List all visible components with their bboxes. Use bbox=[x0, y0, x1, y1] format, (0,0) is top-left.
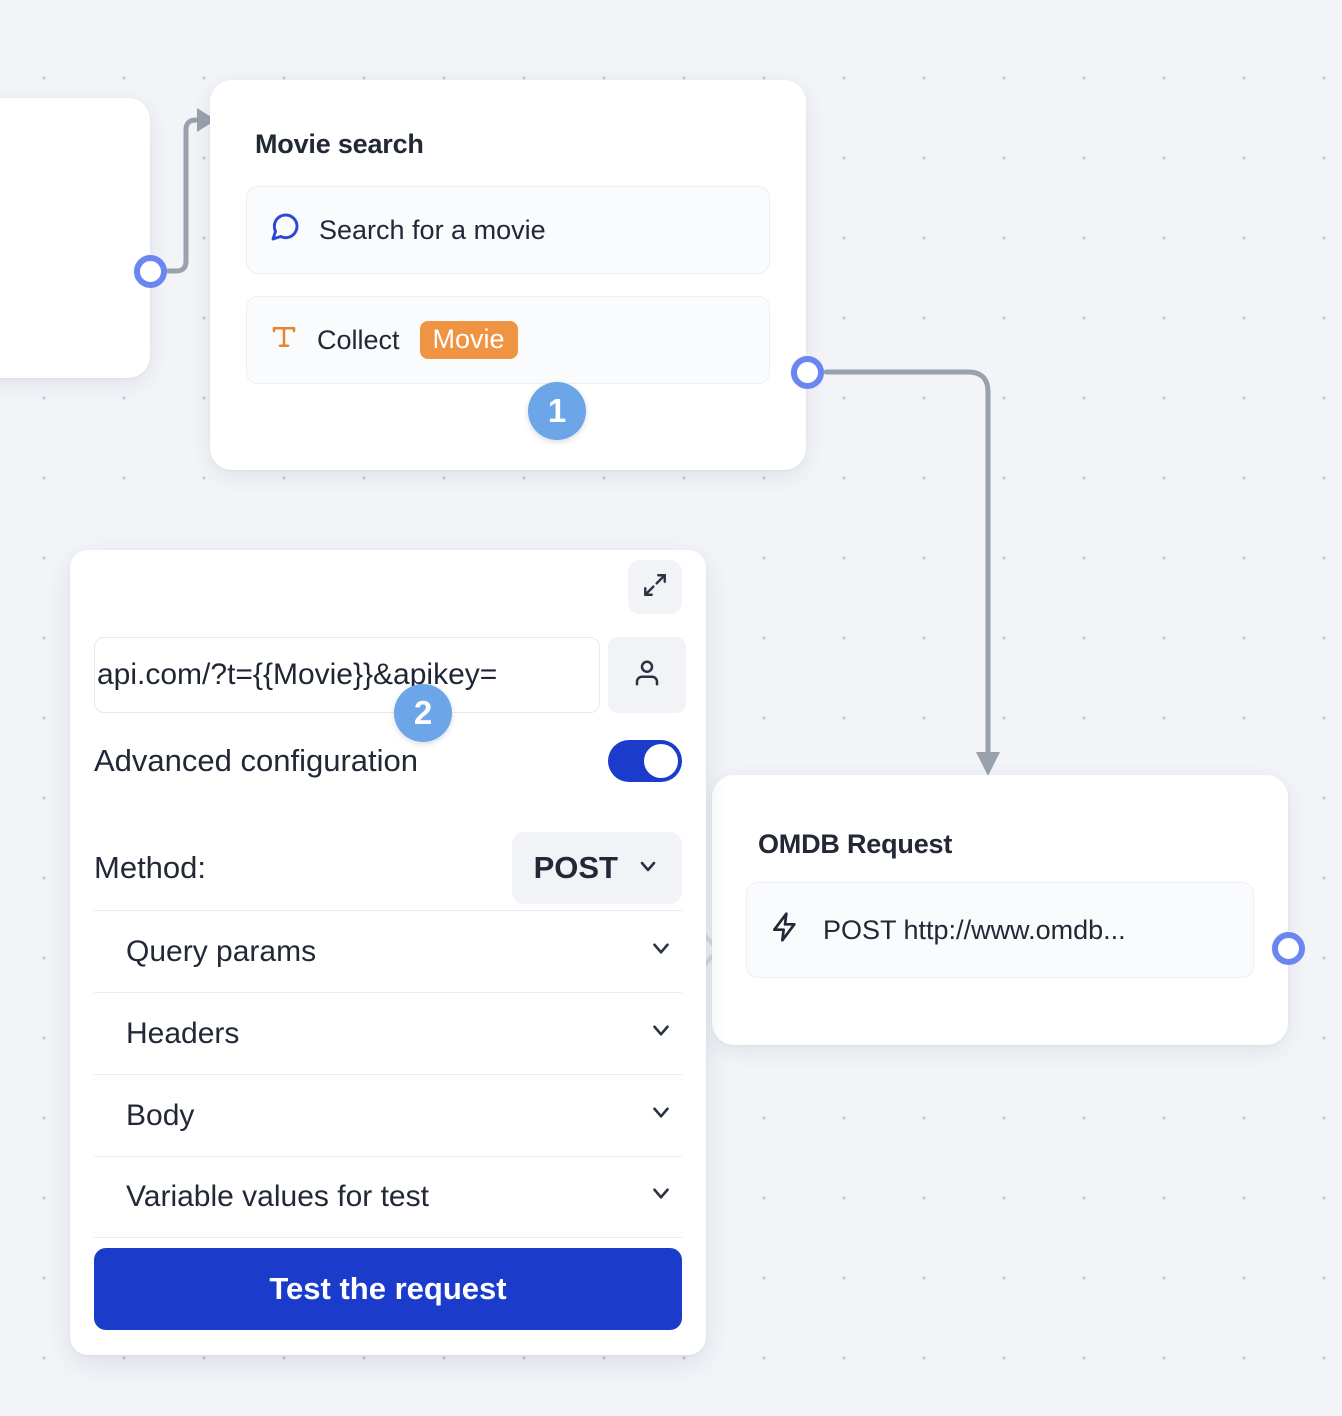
variable-tag-movie[interactable]: Movie bbox=[419, 320, 518, 360]
advanced-configuration-toggle[interactable] bbox=[608, 740, 682, 782]
method-row: Method: POST bbox=[94, 832, 682, 904]
method-label: Method: bbox=[94, 850, 207, 885]
connector-port-omdb-output[interactable] bbox=[1271, 931, 1305, 965]
node-row-post-request[interactable]: POST http://www.omdb... bbox=[746, 882, 1254, 978]
accordion-item-body[interactable]: Body bbox=[94, 1074, 682, 1156]
accordion-label: Variable values for test bbox=[126, 1180, 429, 1213]
config-accordion: Query params Headers Body bbox=[94, 910, 682, 1238]
node-card-omdb-request[interactable]: OMDB Request POST http://www.omdb... bbox=[712, 775, 1288, 1045]
advanced-configuration-row: Advanced configuration bbox=[94, 740, 682, 782]
text-type-icon bbox=[269, 322, 299, 359]
auth-button[interactable] bbox=[608, 637, 686, 713]
node-title-omdb-request: OMDB Request bbox=[758, 829, 953, 859]
chevron-down-icon bbox=[648, 1017, 674, 1051]
advanced-configuration-label: Advanced configuration bbox=[94, 743, 419, 778]
message-square-icon bbox=[269, 211, 301, 250]
chevron-down-icon bbox=[648, 1099, 674, 1133]
node-title-movie-search: Movie search bbox=[255, 129, 424, 159]
request-config-panel[interactable]: api.com/?t={{Movie}}&apikey= Advanced co… bbox=[70, 550, 706, 1355]
node-row-label: Collect bbox=[317, 324, 400, 355]
connector-port-left[interactable] bbox=[133, 254, 167, 288]
test-the-request-button[interactable]: Test the request bbox=[94, 1248, 682, 1330]
connector-port-movie-search-output[interactable] bbox=[790, 355, 824, 389]
partial-node-card[interactable] bbox=[0, 98, 150, 378]
expand-diagonal-icon bbox=[642, 572, 668, 603]
node-row-label: POST http://www.omdb... bbox=[823, 914, 1126, 945]
request-url-input[interactable]: api.com/?t={{Movie}}&apikey= bbox=[94, 637, 600, 713]
node-row-label: Search for a movie bbox=[319, 214, 546, 245]
node-card-movie-search[interactable]: Movie search Search for a movie Collect … bbox=[210, 80, 806, 470]
accordion-item-variable-values-for-test[interactable]: Variable values for test bbox=[94, 1156, 682, 1238]
accordion-item-query-params[interactable]: Query params bbox=[94, 910, 682, 992]
accordion-label: Headers bbox=[126, 1016, 240, 1050]
chevron-down-icon bbox=[648, 1180, 674, 1214]
toggle-knob bbox=[644, 744, 678, 778]
url-row: api.com/?t={{Movie}}&apikey= bbox=[94, 637, 686, 713]
person-icon bbox=[632, 658, 662, 693]
step-badge-1: 1 bbox=[528, 382, 586, 440]
node-row-collect-movie[interactable]: Collect Movie bbox=[246, 296, 770, 384]
method-value: POST bbox=[533, 850, 618, 885]
node-row-search-for-a-movie[interactable]: Search for a movie bbox=[246, 186, 770, 274]
lightning-bolt-icon bbox=[769, 911, 801, 950]
step-badge-2: 2 bbox=[394, 684, 452, 742]
method-select[interactable]: POST bbox=[511, 832, 682, 904]
expand-panel-button[interactable] bbox=[628, 560, 682, 614]
chevron-down-icon bbox=[648, 935, 674, 969]
chevron-down-icon bbox=[636, 850, 660, 886]
accordion-item-headers[interactable]: Headers bbox=[94, 992, 682, 1074]
accordion-label: Body bbox=[126, 1098, 195, 1132]
accordion-label: Query params bbox=[126, 934, 317, 968]
